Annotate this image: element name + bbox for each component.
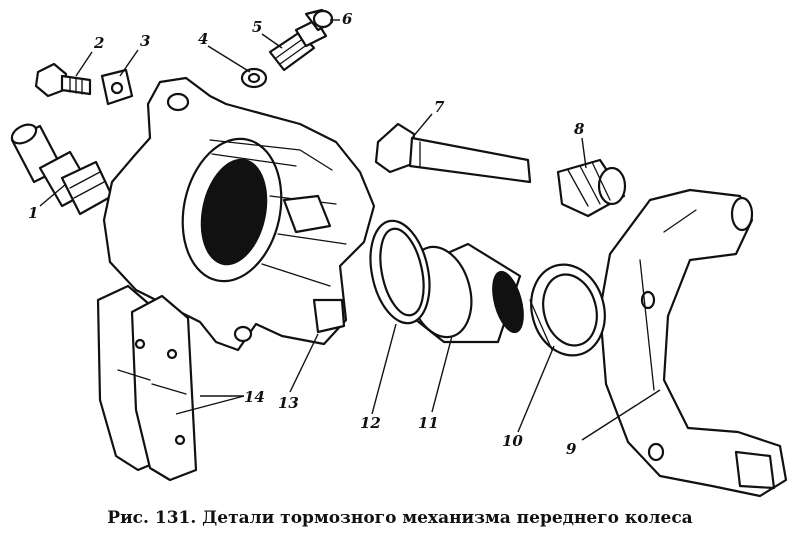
part-13-caliper-body — [102, 76, 376, 352]
label-4: 4 — [198, 30, 208, 48]
label-5: 5 — [252, 18, 262, 36]
label-3: 3 — [140, 32, 150, 50]
part-12-seal-ring — [369, 219, 431, 325]
label-1: 1 — [28, 204, 38, 222]
part-10-dust-boot — [529, 263, 606, 357]
label-13: 13 — [278, 394, 299, 412]
label-9: 9 — [566, 440, 577, 458]
label-2: 2 — [93, 34, 104, 52]
label-11: 11 — [418, 414, 439, 432]
part-2-bolt — [34, 62, 92, 98]
label-12: 12 — [360, 414, 381, 432]
label-8: 8 — [574, 120, 585, 138]
part-7-guide-pin — [374, 122, 532, 184]
leader-lines — [39, 19, 661, 441]
label-6: 6 — [342, 10, 353, 28]
label-7: 7 — [434, 98, 445, 116]
label-10: 10 — [502, 432, 523, 450]
part-3-lock-plate — [100, 68, 134, 106]
part-number-labels: 1 2 3 4 5 6 7 8 9 10 11 12 13 14 — [28, 10, 585, 458]
part-1-hose-fitting — [10, 123, 114, 216]
label-14: 14 — [244, 388, 265, 406]
part-8-boot — [556, 158, 627, 218]
part-6-cap — [304, 8, 334, 32]
part-4-washer — [240, 67, 268, 89]
part-9-bracket — [598, 188, 788, 498]
part-14-brake-pads — [96, 284, 198, 482]
figure-caption: Рис. 131. Детали тормозного механизма пе… — [107, 508, 693, 528]
